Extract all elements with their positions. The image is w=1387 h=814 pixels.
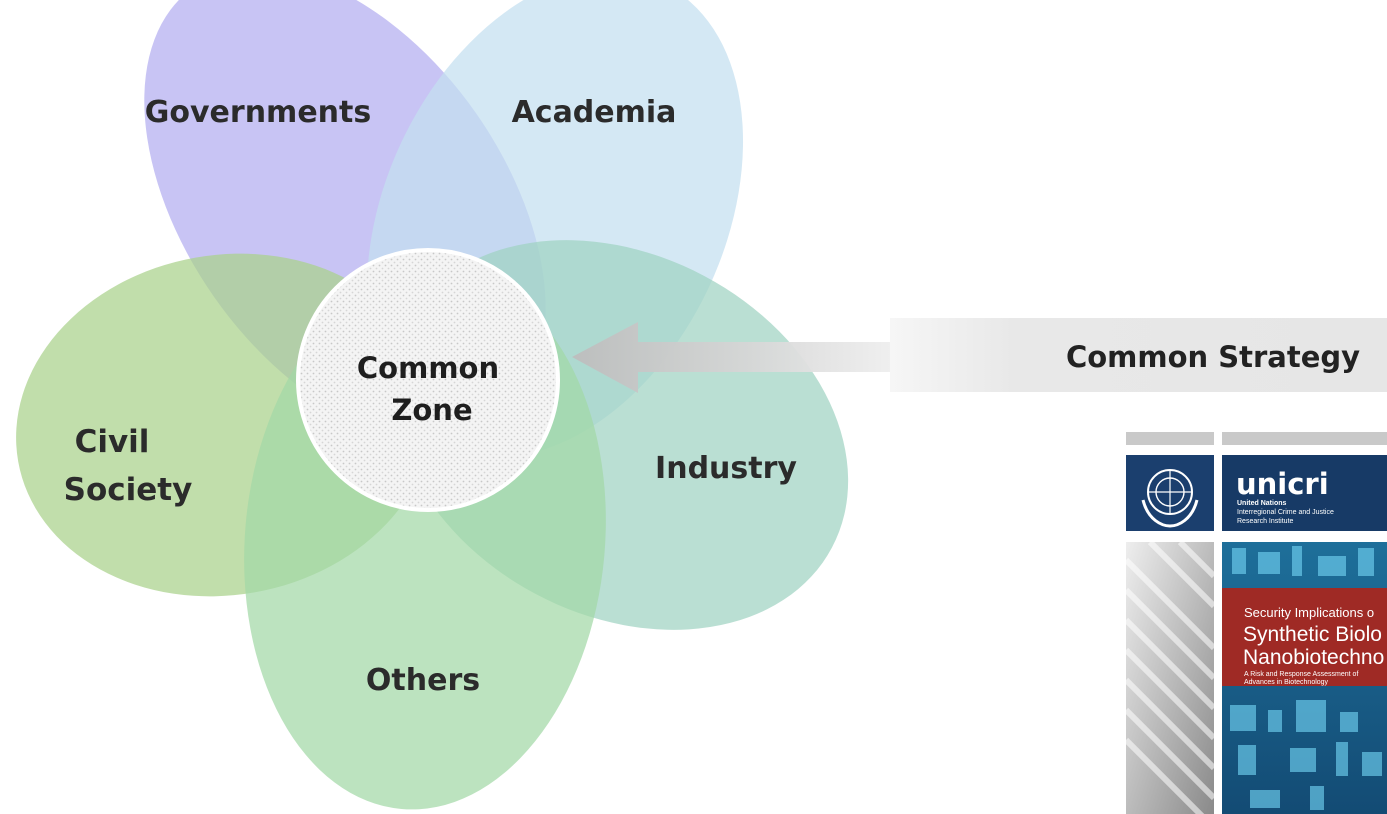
academia-label: Academia (512, 95, 677, 130)
common-strategy-arrow: Common Strategy (572, 318, 1387, 393)
cover-title-line2: Nanobiotechno (1243, 646, 1384, 669)
report-cover: unicri United Nations Interregional Crim… (1123, 432, 1387, 814)
common-strategy-banner (890, 318, 1387, 392)
common-strategy-label: Common Strategy (1066, 340, 1360, 374)
civil-society-label-line2: Society (64, 472, 193, 508)
civil-society-label-line1: Civil (75, 424, 150, 460)
others-label: Others (366, 663, 480, 698)
cover-org-line1: United Nations (1237, 500, 1286, 507)
common-zone-label-line1: Common (357, 351, 499, 385)
cover-subtitle-line2: Advances in Biotechnology (1244, 679, 1329, 686)
cover-org-line2: Interregional Crime and Justice (1237, 509, 1334, 516)
common-zone-label-line2: Zone (391, 393, 472, 427)
cover-kicker: Security Implications o (1244, 605, 1374, 620)
industry-label: Industry (655, 451, 797, 486)
cover-org-line3: Research Institute (1237, 518, 1294, 525)
un-emblem-icon (1141, 469, 1199, 528)
unicri-logo: unicri (1236, 467, 1329, 501)
common-zone: Common Zone (296, 248, 560, 512)
cover-title-line1: Synthetic Biolo (1243, 623, 1382, 646)
cover-subtitle-line1: A Risk and Response Assessment of (1244, 671, 1358, 678)
governments-label: Governments (145, 95, 371, 130)
